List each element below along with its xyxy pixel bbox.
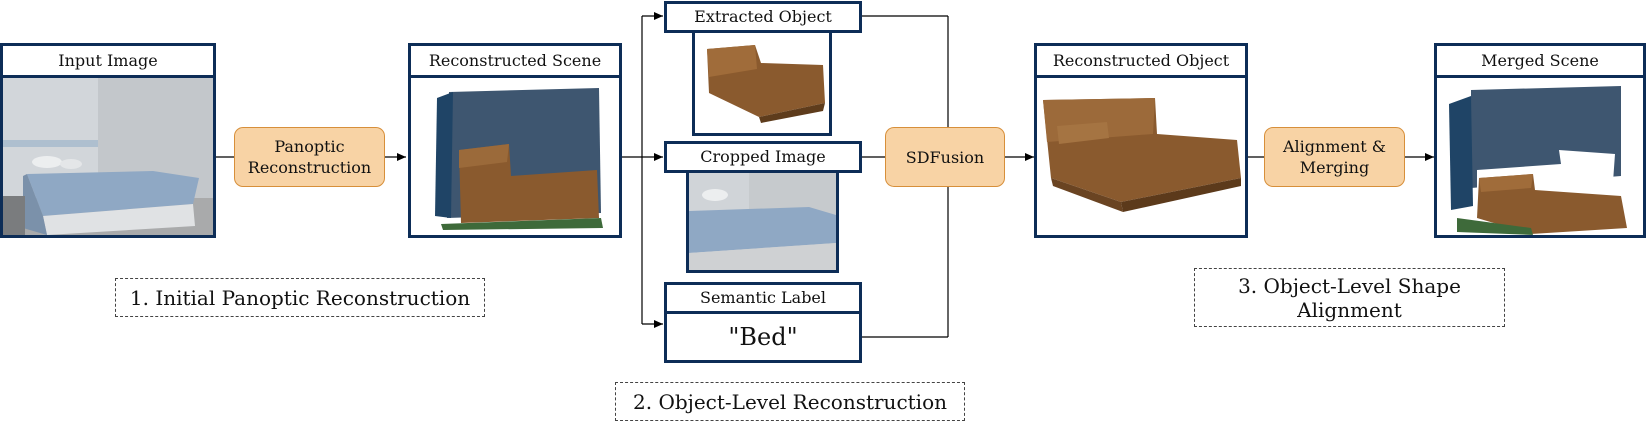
alignment-merging-process: Alignment & Merging (1264, 127, 1405, 187)
stage-2-label: 2. Object-Level Reconstruction (615, 382, 965, 421)
input-image-title: Input Image (3, 46, 213, 78)
semantic-label-value: "Bed" (728, 323, 798, 351)
semantic-label-box: "Bed" (664, 311, 862, 363)
sdfusion-label: SDFusion (905, 147, 985, 167)
merged-scene-card: Merged Scene (1434, 43, 1646, 238)
reconstructed-scene-card: Reconstructed Scene (408, 43, 622, 238)
reconstructed-scene-title: Reconstructed Scene (411, 46, 619, 78)
reconstructed-scene-render (411, 78, 619, 235)
stage-3-text-line1: 3. Object-Level Shape (1238, 273, 1461, 298)
cropped-image-title: Cropped Image (664, 141, 862, 173)
sdfusion-process: SDFusion (885, 127, 1005, 187)
extracted-object-title: Extracted Object (664, 1, 862, 33)
input-image-photo (3, 78, 213, 235)
merged-scene-render (1437, 78, 1643, 235)
stage-1-text: 1. Initial Panoptic Reconstruction (129, 285, 471, 310)
semantic-label-title: Semantic Label (664, 282, 862, 314)
panoptic-label-line2: Reconstruction (247, 158, 372, 177)
stage-1-label: 1. Initial Panoptic Reconstruction (115, 278, 485, 317)
reconstructed-object-title: Reconstructed Object (1037, 46, 1245, 78)
panoptic-label-line1: Panoptic (274, 137, 345, 156)
reconstructed-object-render (1037, 78, 1245, 235)
alignment-label-line1: Alignment & (1282, 137, 1387, 156)
merged-scene-title: Merged Scene (1437, 46, 1643, 78)
input-image-card: Input Image (0, 43, 216, 238)
stage-2-text: 2. Object-Level Reconstruction (633, 389, 947, 414)
stage-3-text-line2: Alignment (1297, 297, 1402, 322)
reconstructed-object-card: Reconstructed Object (1034, 43, 1248, 238)
cropped-image-photo (686, 170, 839, 273)
extracted-object-image (692, 30, 832, 136)
alignment-label-line2: Merging (1299, 158, 1370, 177)
